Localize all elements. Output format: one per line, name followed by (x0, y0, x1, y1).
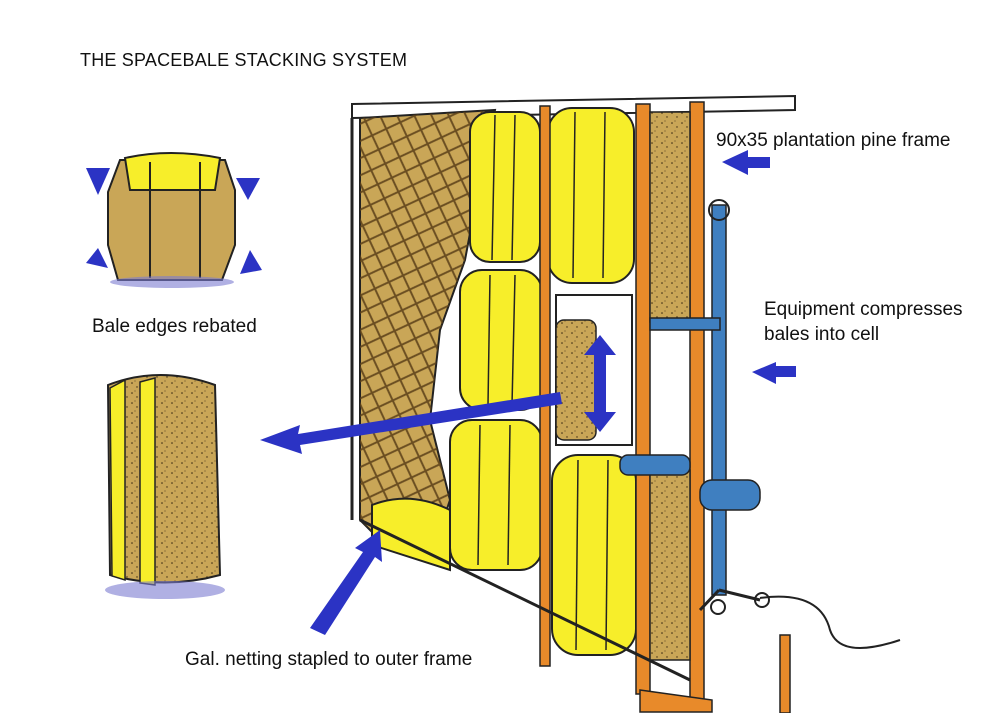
bales-lower-left (371, 497, 451, 572)
rebate-arrows (86, 168, 262, 274)
equipment-label-line2: bales into cell (764, 324, 880, 345)
equipment-arrow (752, 362, 796, 384)
callout-arrows (260, 150, 796, 635)
compression-arrow (584, 335, 616, 432)
bales-column-right (547, 107, 637, 656)
rebated-bale-illustration (107, 152, 236, 288)
upright-bale (105, 374, 225, 599)
cell-arrow (260, 392, 562, 454)
equipment-label-line1: Equipment compresses (764, 299, 963, 320)
rebated-label: Bale edges rebated (92, 316, 257, 337)
diagram-title: THE SPACEBALE STACKING SYSTEM (80, 50, 408, 70)
frame-arrow (722, 150, 770, 175)
frame-label: 90x35 plantation pine frame (716, 130, 951, 151)
tan-bale-edge (649, 111, 691, 661)
compression-equipment (619, 199, 901, 649)
equipment-label: Equipment compresses bales into cell (764, 297, 963, 347)
pine-frame (350, 101, 791, 714)
netting-arrow (310, 530, 382, 635)
netting-label: Gal. netting stapled to outer frame (185, 649, 473, 670)
